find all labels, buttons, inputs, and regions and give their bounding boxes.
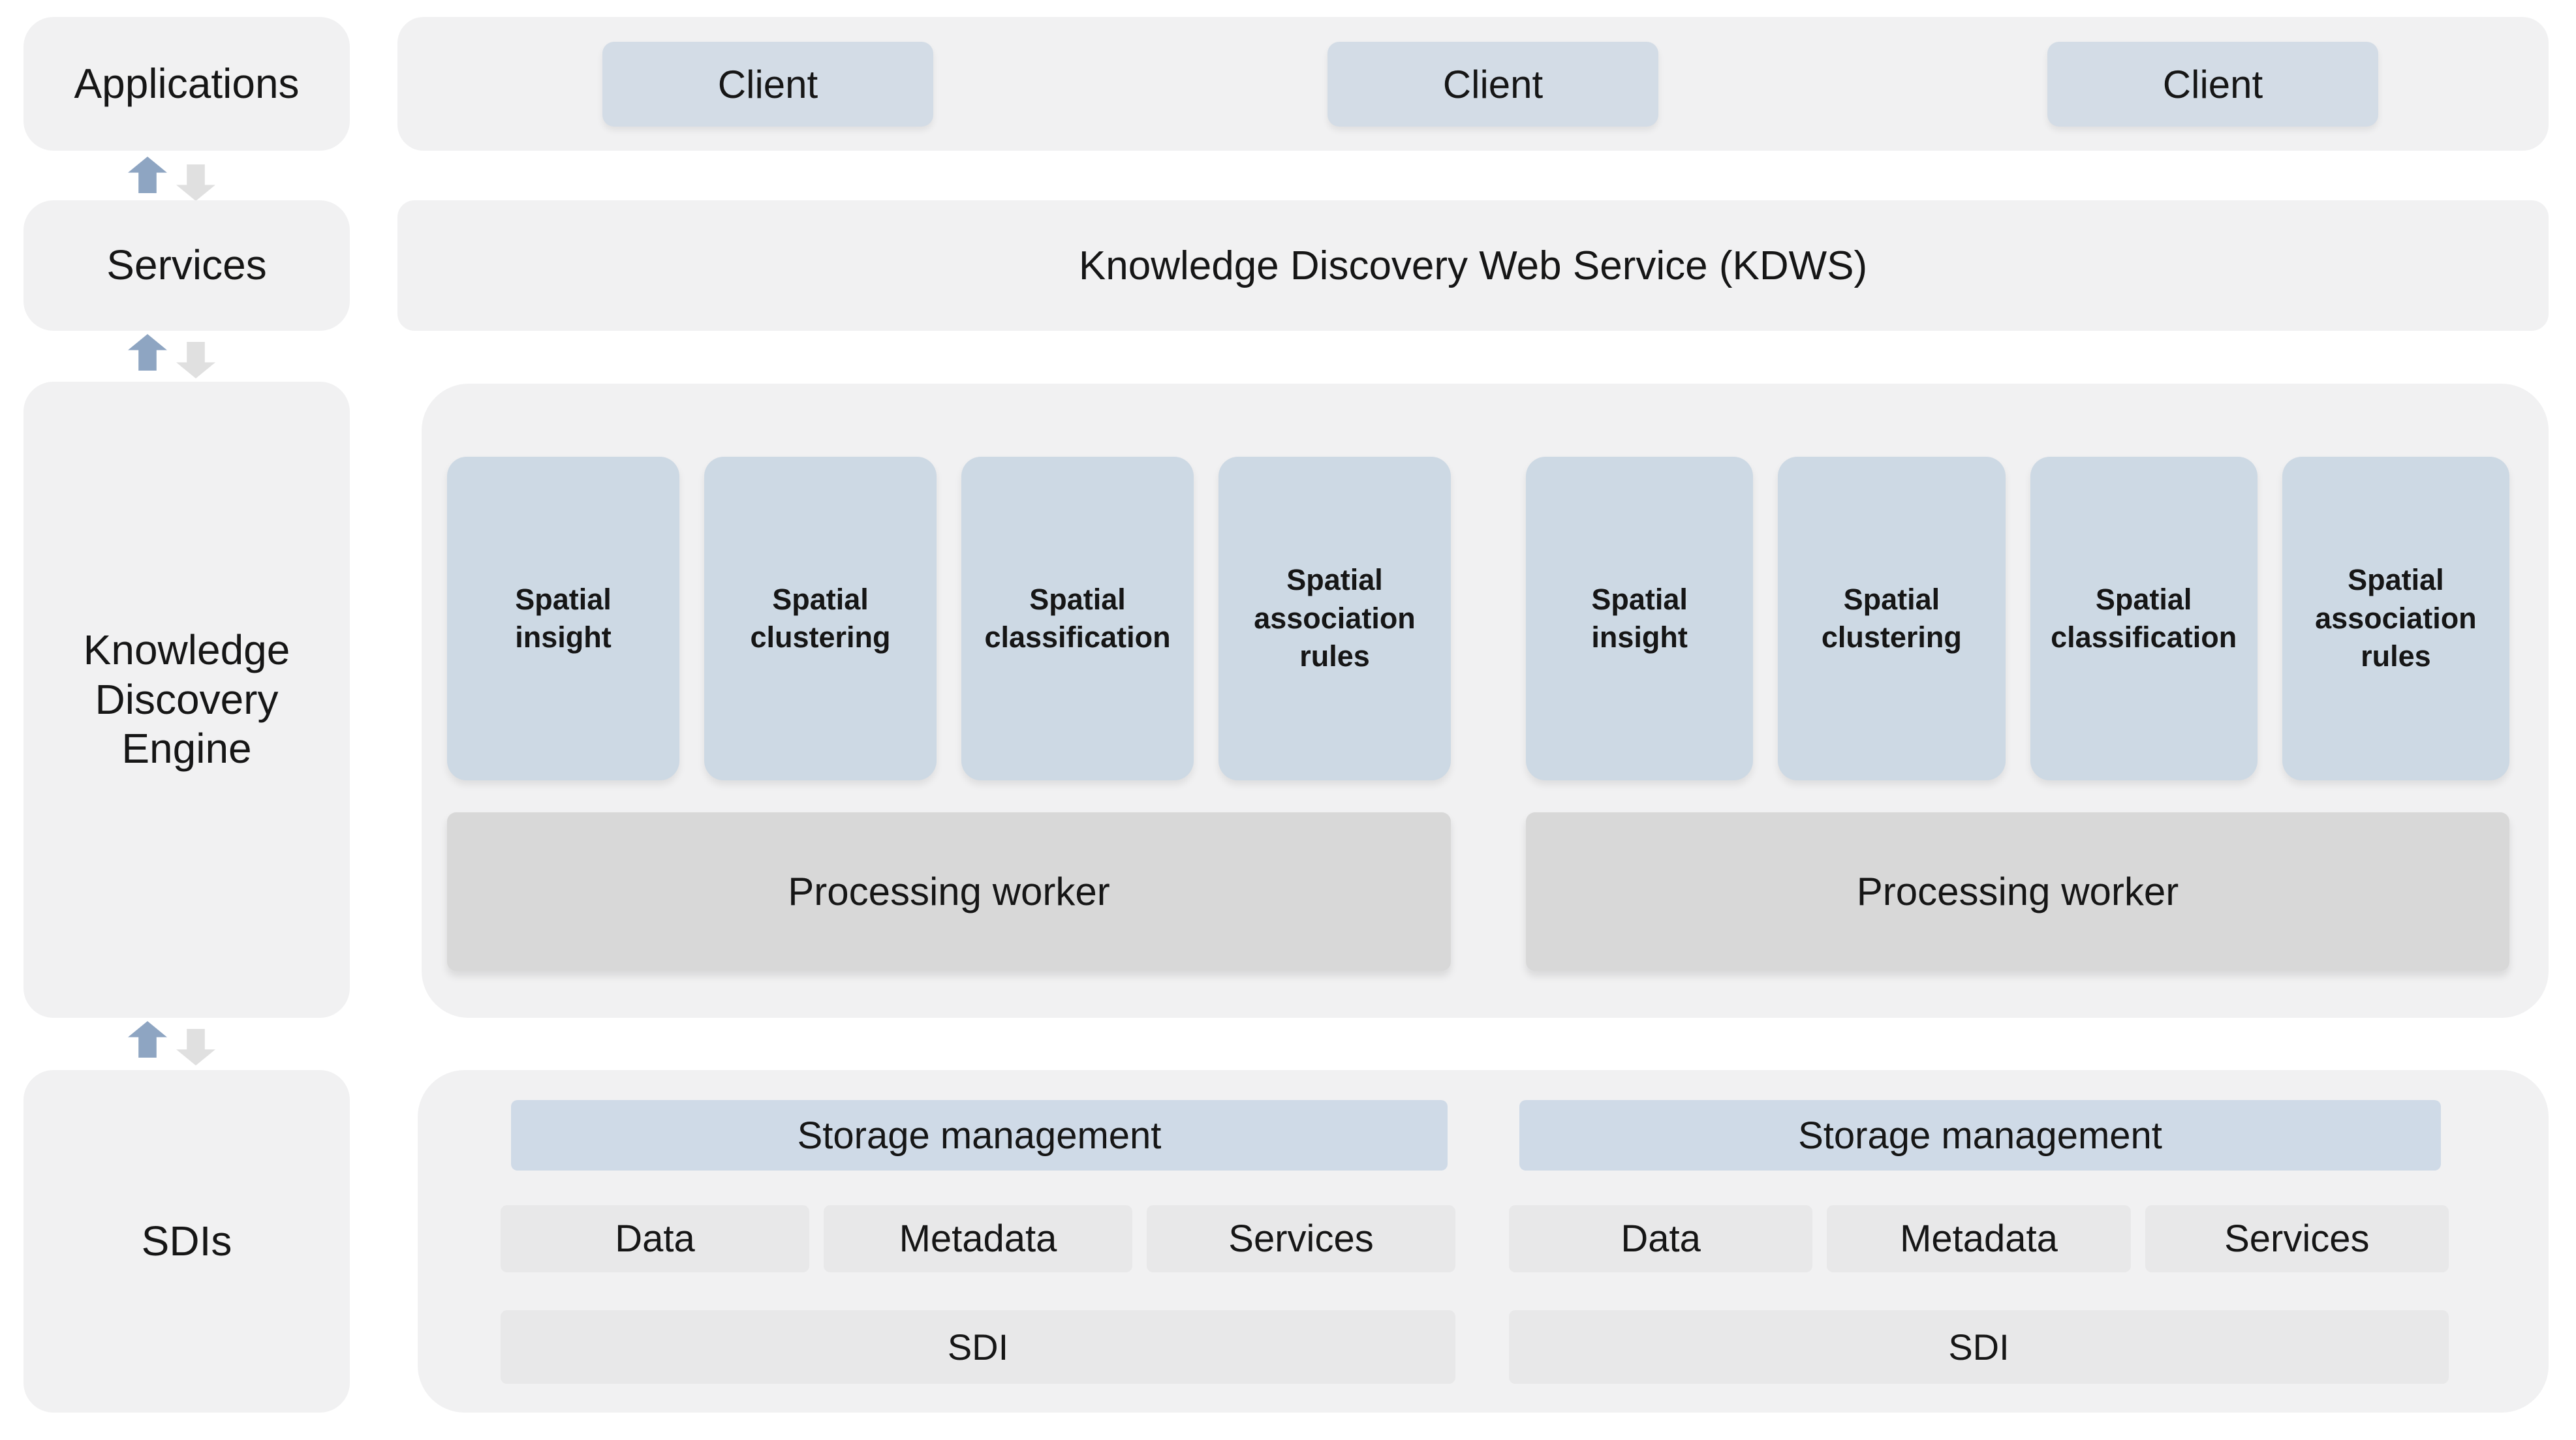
spatial-module-box: Spatial clustering [704,457,937,780]
up-arrow-icon [128,157,167,193]
sdi-bar: SDI [501,1310,1455,1384]
metadata-store-label: Metadata [1900,1218,2058,1260]
data-store-label: Data [615,1218,695,1260]
metadata-store-label: Metadata [899,1218,1057,1260]
layer-engine-label: Knowledge Discovery Engine [83,626,290,773]
storage-management-bar: Storage management [1519,1100,2441,1171]
spatial-module-label: Spatial association rules [1254,563,1416,673]
client-label: Client [2162,62,2263,106]
services-store-box: Services [1147,1205,1455,1272]
processing-worker-bar: Processing worker [1526,812,2509,971]
spatial-module-label: Spatial insight [1591,582,1688,654]
sdi-bar: SDI [1509,1310,2449,1384]
client-label: Client [1442,62,1544,106]
storage-management-label: Storage management [797,1114,1162,1157]
layer-knowledge-discovery-engine: Knowledge Discovery Engine [23,382,350,1018]
kdws-label: Knowledge Discovery Web Service (KDWS) [1078,243,1868,288]
spatial-module-label: Spatial classification [984,582,1171,654]
layer-services: Services [23,200,350,331]
sdi-group: Storage management Data Metadata Service… [501,1070,1455,1413]
engine-worker-group: Spatial insight Spatial clustering Spati… [1526,384,2509,1018]
processing-worker-label: Processing worker [788,870,1110,913]
services-store-label: Services [2224,1218,2370,1260]
client-label: Client [717,62,818,106]
storage-management-label: Storage management [1798,1114,2162,1157]
down-arrow-icon [176,1029,215,1065]
processing-worker-bar: Processing worker [447,812,1451,971]
data-store-box: Data [501,1205,809,1272]
spatial-module-box: Spatial insight [447,457,679,780]
storage-management-bar: Storage management [511,1100,1448,1171]
clients-panel: Client Client Client [397,17,2549,151]
spatial-module-box: Spatial classification [2030,457,2258,780]
sdi-bar-label: SDI [1948,1326,2010,1368]
services-store-box: Services [2145,1205,2449,1272]
down-arrow-icon [176,164,215,201]
layer-sdis: SDIs [23,1070,350,1413]
data-store-label: Data [1621,1218,1701,1260]
sdi-group: Storage management Data Metadata Service… [1509,1070,2449,1413]
spatial-module-label: Spatial association rules [2315,563,2477,673]
client-box: Client [2047,42,2378,127]
down-arrow-icon [176,342,215,378]
spatial-module-label: Spatial classification [2051,582,2237,654]
spatial-module-box: Spatial insight [1526,457,1754,780]
metadata-store-box: Metadata [824,1205,1132,1272]
spatial-module-label: Spatial clustering [750,582,891,654]
spatial-module-box: Spatial classification [961,457,1194,780]
applications-services-arrows [128,157,215,201]
spatial-modules-row: Spatial insight Spatial clustering Spati… [1526,457,2509,780]
services-store-label: Services [1228,1218,1374,1260]
engine-sdis-arrows [128,1021,215,1065]
up-arrow-icon [128,334,167,371]
spatial-module-label: Spatial clustering [1821,582,1962,654]
metadata-store-box: Metadata [1827,1205,2131,1272]
layer-applications: Applications [23,17,350,151]
processing-worker-label: Processing worker [1856,870,2179,913]
spatial-modules-row: Spatial insight Spatial clustering Spati… [447,457,1451,780]
client-box: Client [1327,42,1658,127]
engine-worker-group: Spatial insight Spatial clustering Spati… [447,384,1451,1018]
spatial-module-box: Spatial clustering [1778,457,2006,780]
layer-sdis-label: SDIs [141,1217,232,1264]
sdi-bar-label: SDI [947,1326,1009,1368]
stores-row: Data Metadata Services [501,1205,1455,1272]
client-box: Client [602,42,933,127]
services-engine-arrows [128,334,215,378]
spatial-module-box: Spatial association rules [1218,457,1451,780]
stores-row: Data Metadata Services [1509,1205,2449,1272]
sdis-panel: Storage management Data Metadata Service… [418,1070,2549,1413]
layer-services-label: Services [106,241,267,289]
spatial-module-label: Spatial insight [515,582,612,654]
kdws-bar: Knowledge Discovery Web Service (KDWS) [397,200,2549,331]
knowledge-discovery-engine-panel: Spatial insight Spatial clustering Spati… [422,384,2549,1018]
layer-applications-label: Applications [74,59,300,107]
data-store-box: Data [1509,1205,1813,1272]
spatial-module-box: Spatial association rules [2282,457,2509,780]
up-arrow-icon [128,1021,167,1058]
